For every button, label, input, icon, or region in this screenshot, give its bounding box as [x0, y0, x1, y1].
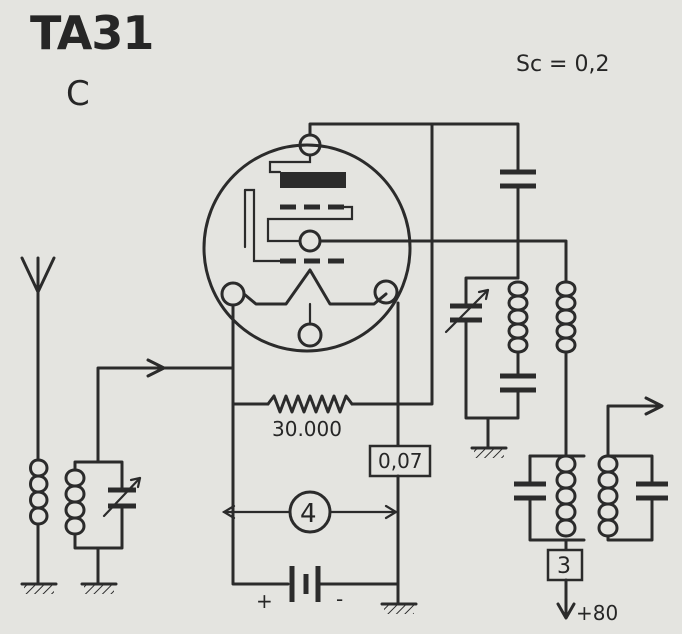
- output-coil-primary: [555, 454, 577, 538]
- tube-model-title: TA31: [30, 6, 154, 60]
- tube-variant-label: C: [66, 74, 90, 114]
- plate-coil: [555, 280, 577, 354]
- bypass-capacitor: [500, 373, 536, 393]
- plate-current-label: 3: [557, 554, 571, 579]
- grid-leak-resistor: [266, 394, 354, 414]
- anode-plate: [280, 172, 346, 188]
- reaction-coil: [507, 280, 529, 354]
- output-capacitor-left: [514, 481, 546, 501]
- battery-minus: -: [336, 587, 343, 611]
- coupling-capacitor: [500, 169, 536, 189]
- filament: [242, 268, 388, 306]
- battery: [289, 566, 321, 602]
- filament-current-box: [368, 444, 432, 478]
- input-coil-secondary: [64, 468, 86, 536]
- plate-supply-label: +80: [576, 601, 618, 625]
- sc-value-label: Sc = 0,2: [516, 52, 610, 77]
- output-coil-secondary: [597, 454, 619, 538]
- resistor-value-label: 30.000: [272, 417, 342, 441]
- tuning-capacitor-input: [102, 476, 142, 518]
- filament-current-label: 0,07: [378, 449, 423, 473]
- battery-plus: +: [256, 589, 273, 613]
- vacuum-tube: [202, 133, 412, 353]
- output-arrow: [644, 396, 664, 416]
- filament-voltage-label: 4: [300, 499, 317, 529]
- antenna: [20, 256, 56, 462]
- output-capacitor-right: [636, 481, 668, 501]
- filament-voltage-indicator: [221, 490, 399, 534]
- input-coil-primary: [29, 458, 49, 526]
